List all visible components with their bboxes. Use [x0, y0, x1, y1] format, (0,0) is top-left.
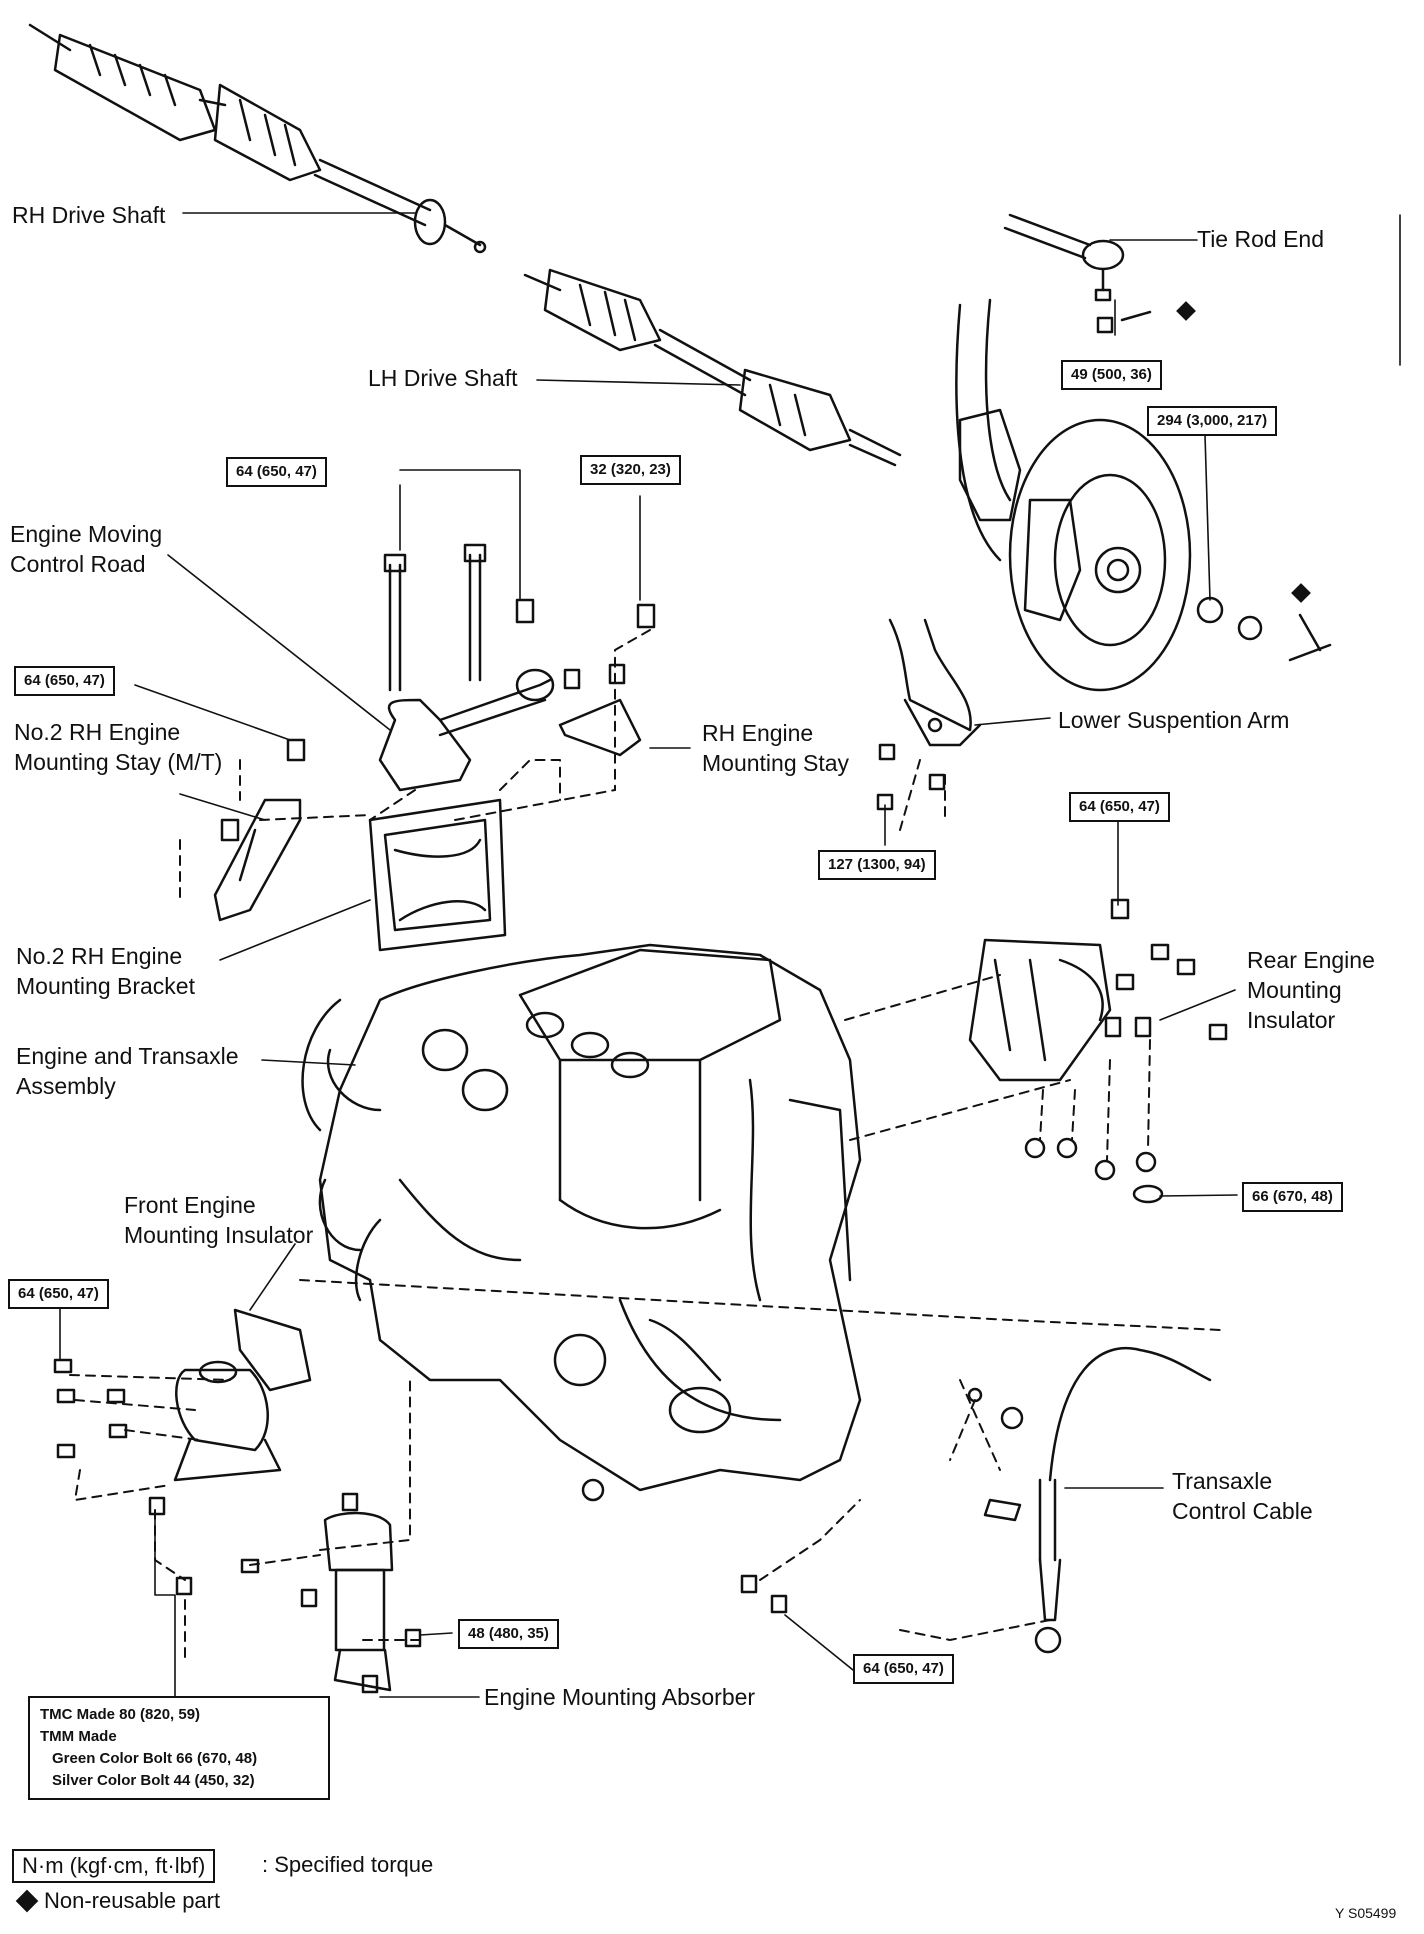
label-rear-engine-mounting-insulator-2: Mounting: [1247, 977, 1342, 1003]
engine-transaxle-drawing: [301, 943, 862, 1502]
note-line-3: Green Color Bolt 66 (670, 48): [52, 1750, 258, 1767]
label-no2-rh-engine-mounting-bracket-1: No.2 RH Engine: [16, 943, 183, 969]
label-engine-transaxle-assembly-1: Engine and Transaxle: [16, 1043, 239, 1069]
label-engine-mounting-absorber: Engine Mounting Absorber: [484, 1684, 756, 1710]
nonreusable-mark-hub: [1291, 583, 1311, 603]
label-no2-rh-engine-mounting-bracket-2: Mounting Bracket: [16, 973, 195, 999]
bolt-spec-note: TMC Made 80 (820, 59) TMM Made Green Col…: [28, 1696, 330, 1800]
note-line-1: TMC Made 80 (820, 59): [40, 1706, 201, 1723]
label-transaxle-control-cable-1: Transaxle: [1172, 1468, 1273, 1494]
label-transaxle-control-cable-2: Control Cable: [1172, 1498, 1313, 1524]
label-no2-rh-engine-mounting-stay-1: No.2 RH Engine: [14, 719, 181, 745]
label-engine-moving-control-road-2: Control Road: [10, 551, 146, 577]
nonreusable-mark-tierod: [1176, 301, 1196, 321]
no2-rh-bracket-drawing: [368, 798, 507, 952]
torque-hub-nut: 294 (3,000, 217): [1147, 406, 1278, 436]
torque-transaxle-bolts: 64 (650, 47): [853, 1654, 954, 1684]
torque-control-rod-bolts: 64 (650, 47): [226, 457, 327, 487]
rear-insulator-drawing: [968, 898, 1228, 1204]
legend-nonreusable: Non-reusable part: [44, 1888, 221, 1913]
front-insulator-drawing: [53, 1308, 312, 1596]
label-front-engine-mounting-insulator-2: Mounting Insulator: [124, 1222, 314, 1248]
label-no2-rh-engine-mounting-stay-2: Mounting Stay (M/T): [14, 749, 223, 775]
torque-suspension-arm-bolts: 127 (1300, 94): [818, 850, 936, 880]
note-line-2: TMM Made: [40, 1728, 117, 1745]
label-engine-transaxle-assembly-2: Assembly: [16, 1073, 116, 1099]
torque-rear-insulator-top: 64 (650, 47): [1069, 792, 1170, 822]
steering-knuckle-drawing: [955, 298, 1332, 692]
no2-rh-stay-drawing: [213, 738, 306, 922]
label-lower-suspension-arm: Lower Suspention Arm: [1058, 707, 1290, 733]
label-tie-rod-end: Tie Rod End: [1197, 226, 1324, 252]
torque-absorber-bolt: 48 (480, 35): [458, 1619, 559, 1649]
leader-lines: [59, 212, 1401, 1701]
label-rh-engine-mounting-stay-2: Mounting Stay: [702, 750, 850, 776]
label-rear-engine-mounting-insulator-1: Rear Engine: [1247, 947, 1375, 973]
legend-torque-desc: : Specified torque: [262, 1852, 434, 1877]
label-rh-engine-mounting-stay-1: RH Engine: [702, 720, 814, 746]
label-engine-moving-control-road-1: Engine Moving: [10, 521, 163, 547]
lower-suspension-arm-drawing: [876, 618, 982, 811]
rh-drive-shaft-drawing: [28, 23, 487, 254]
figure-code: Y S05499: [1335, 1905, 1397, 1921]
torque-no2-stay-bolt: 64 (650, 47): [14, 666, 115, 696]
label-lh-drive-shaft: LH Drive Shaft: [368, 365, 518, 391]
label-front-engine-mounting-insulator-1: Front Engine: [124, 1192, 256, 1218]
dashed-alignment-lines: [69, 629, 1221, 1661]
lh-drive-shaft-drawing: [523, 268, 902, 467]
torque-rear-insulator-nuts: 66 (670, 48): [1242, 1182, 1343, 1212]
torque-front-insulator-bolts: 64 (650, 47): [8, 1279, 109, 1309]
torque-tie-rod-nut: 49 (500, 36): [1061, 360, 1162, 390]
legend-torque-unit: N·m (kgf·cm, ft·lbf): [12, 1849, 216, 1883]
tie-rod-end-drawing: [1003, 213, 1152, 334]
transaxle-control-cable-drawing: [740, 1346, 1212, 1654]
torque-rh-stay-bolt: 32 (320, 23): [580, 455, 681, 485]
note-line-4: Silver Color Bolt 44 (450, 32): [52, 1772, 255, 1789]
label-rh-drive-shaft: RH Drive Shaft: [12, 202, 166, 228]
label-rear-engine-mounting-insulator-3: Insulator: [1247, 1007, 1336, 1033]
engine-control-rod-drawing: [378, 543, 656, 792]
engine-mounting-absorber-drawing: [240, 1492, 422, 1694]
